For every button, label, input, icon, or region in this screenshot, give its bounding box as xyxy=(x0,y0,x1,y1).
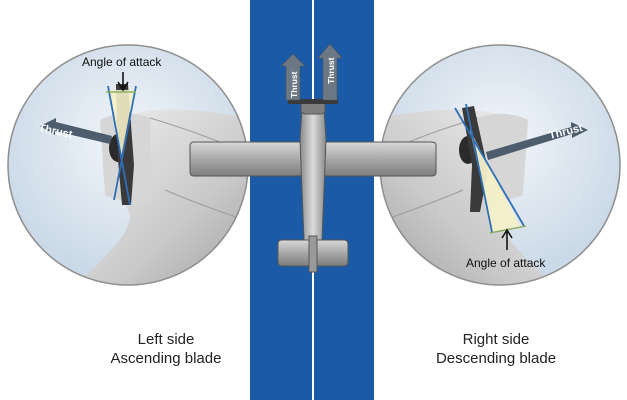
left-caption-blade: Ascending blade xyxy=(110,350,222,367)
left-chord-line xyxy=(107,85,131,206)
right-chord-line xyxy=(454,107,525,227)
left-relative-wind-line xyxy=(113,85,137,201)
aircraft-thrust-label-left: Thrust xyxy=(289,71,299,98)
right-thrust-arrow xyxy=(486,122,588,160)
right-relative-wind-line xyxy=(465,103,493,233)
aircraft-thrust-arrow-right xyxy=(317,43,343,101)
left-angle-of-attack-label: Angle of attack xyxy=(82,55,162,69)
aircraft-fuselage xyxy=(299,107,327,241)
right-caption-side: Right side xyxy=(462,331,530,348)
aircraft-thrust-arrow-left xyxy=(280,53,306,101)
aircraft-propeller xyxy=(288,99,338,104)
left-thrust-arrow xyxy=(40,118,112,144)
right-annotation-arrow xyxy=(501,228,513,250)
right-caption-blade: Descending blade xyxy=(435,350,557,367)
aircraft-thrust-label-right: Thrust xyxy=(326,57,336,84)
aircraft: Thrust Thrust xyxy=(189,43,437,273)
left-caption-side: Left side xyxy=(137,331,195,348)
left-caption: Left side Ascending blade xyxy=(66,330,266,368)
right-caption: Right side Descending blade xyxy=(396,330,596,368)
right-angle-of-attack-label: Angle of attack xyxy=(466,256,546,270)
left-annotation-arrow xyxy=(117,72,129,92)
left-attack-wedge xyxy=(108,90,134,158)
